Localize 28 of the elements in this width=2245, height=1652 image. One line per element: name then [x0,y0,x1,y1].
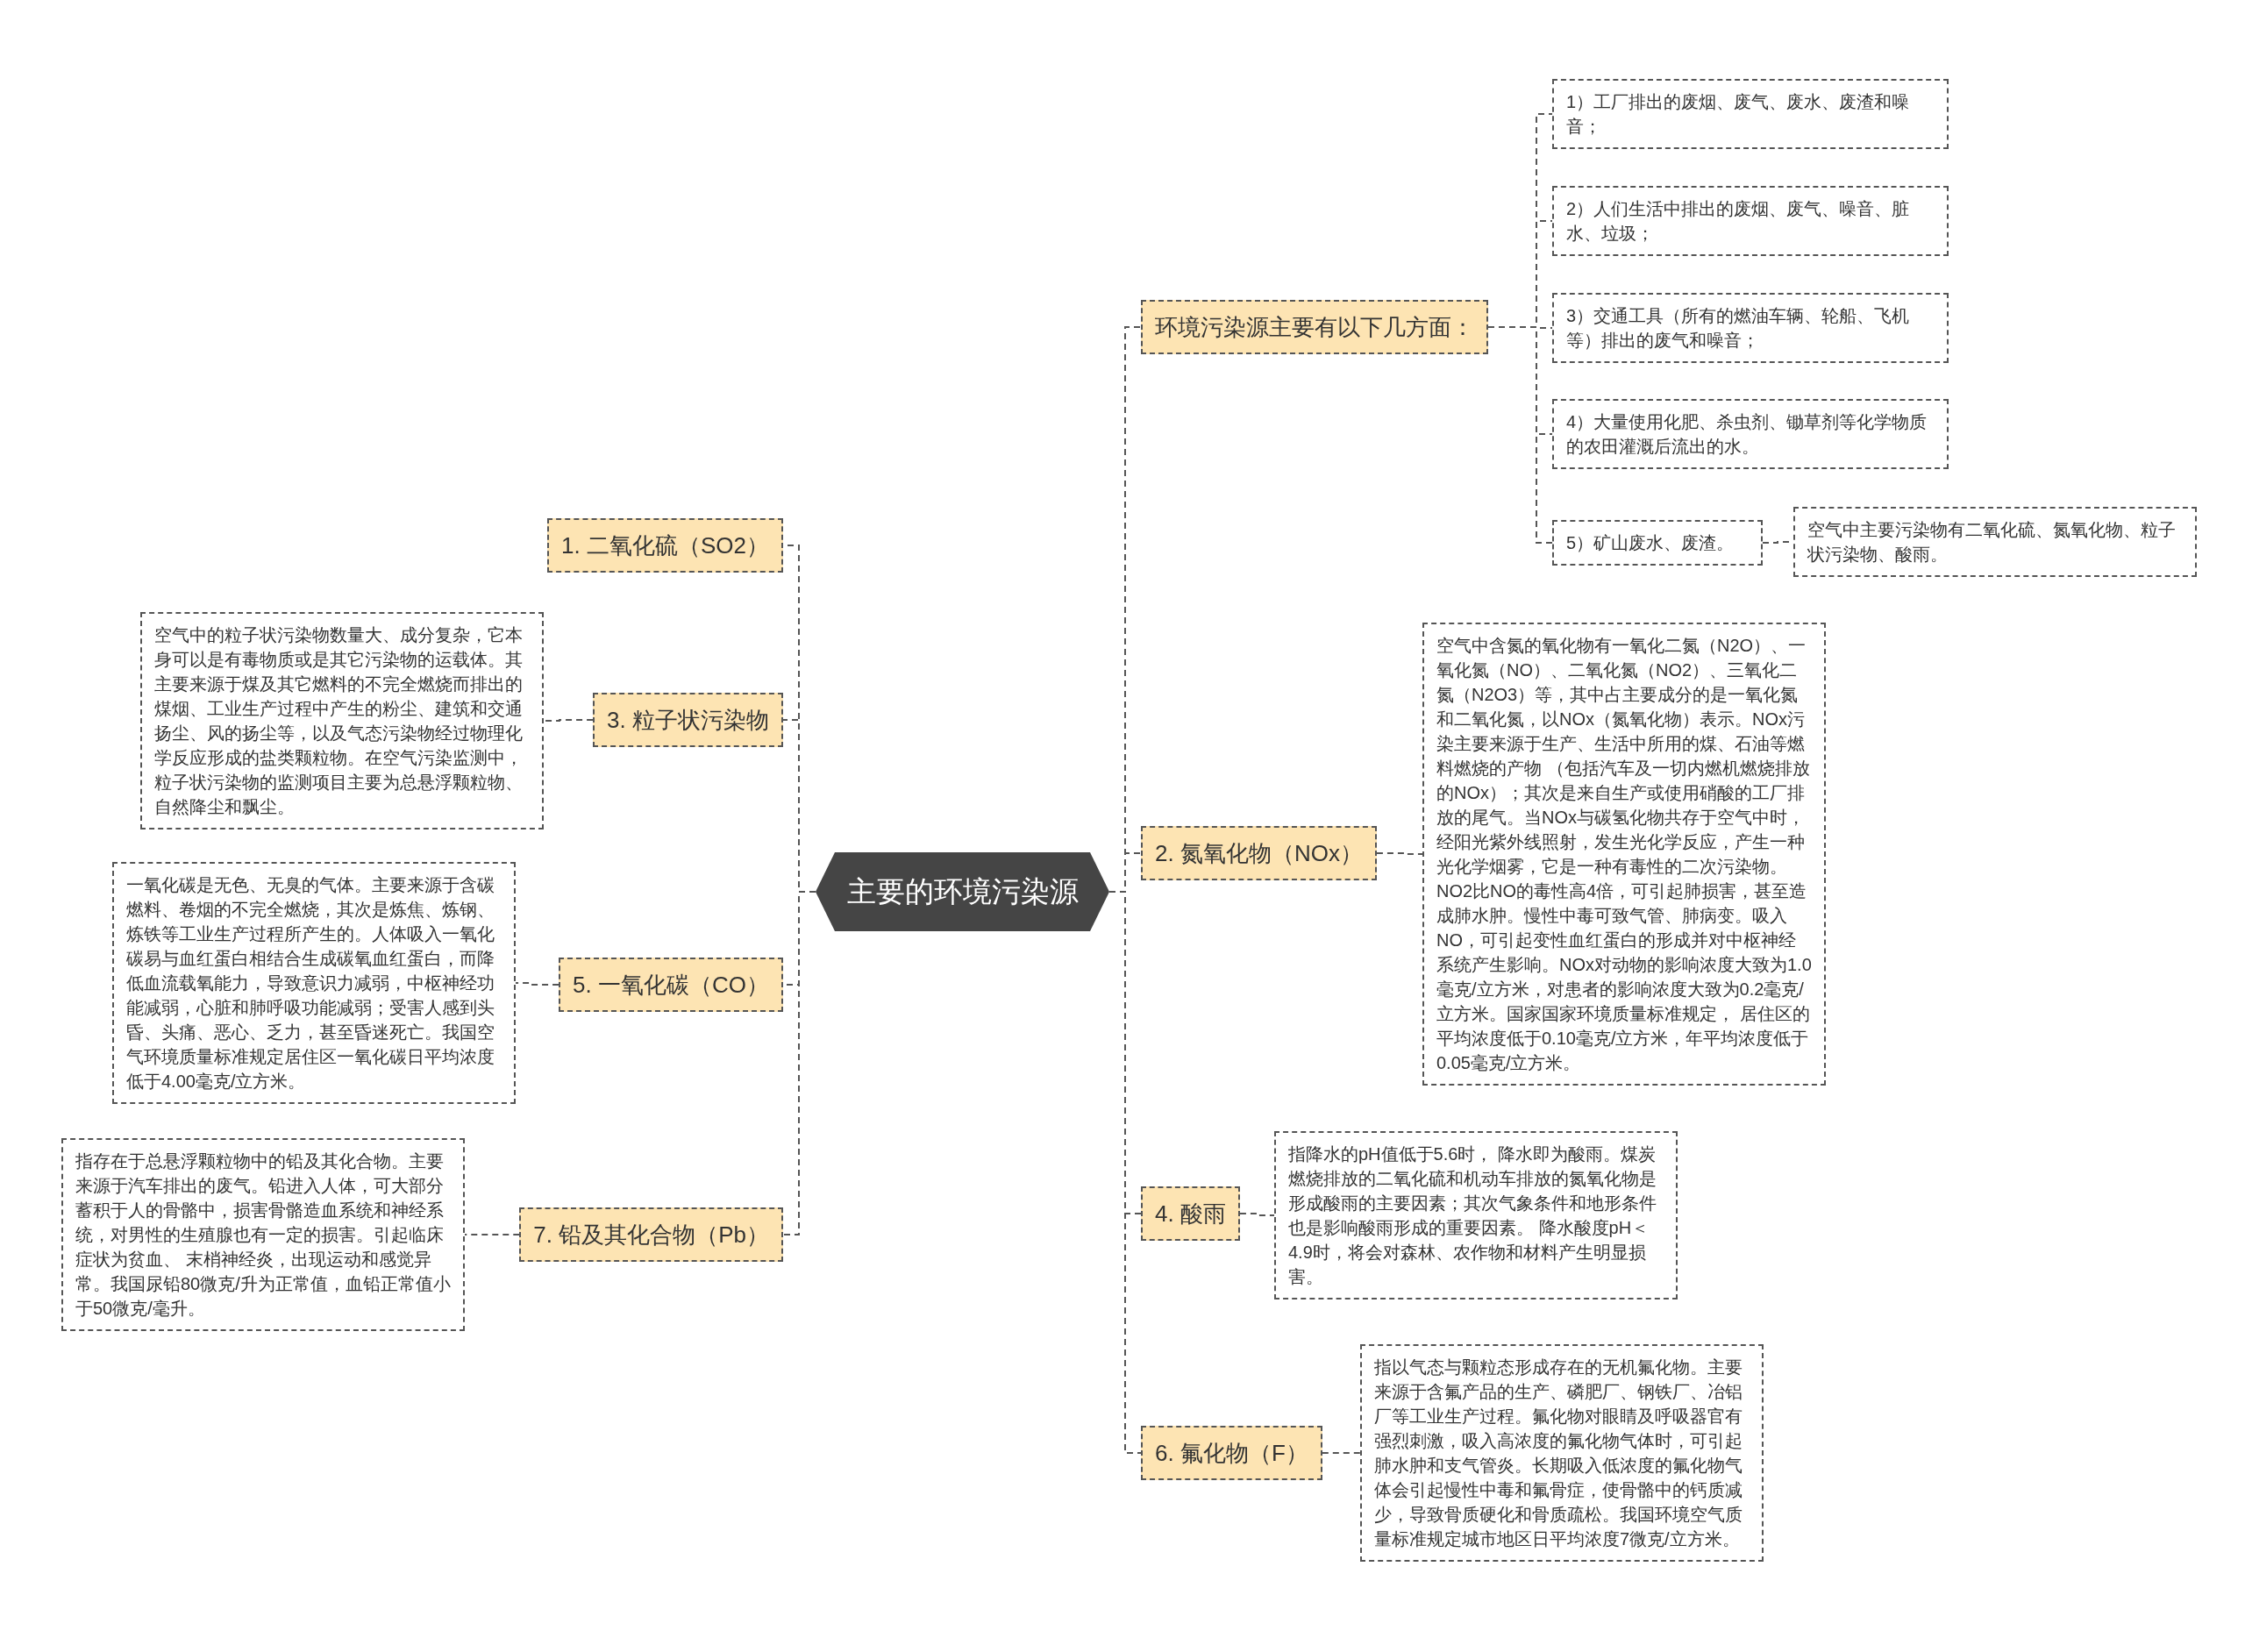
note-box: 指以气态与颗粒态形成存在的无机氟化物。主要来源于含氟产品的生产、磷肥厂、钢铁厂、冶铝厂等工业生产过程。氟化物对眼睛及呼吸器官有强烈刺激，吸入高浓度的氟化物气体时，可引起肺水肿和支气管炎。长期吸入低浓度的氟化物气体会引起慢性中毒和氟骨症，使骨骼中的钙质减少，导致骨质硬化和骨质疏松。我国环境空气质量标准规定城市地区日平均浓度7微克/立方米。 [1360,1344,1764,1562]
note-box: 4）大量使用化肥、杀虫剂、锄草剂等化学物质的农田灌溉后流出的水。 [1552,399,1949,469]
note-box: 一氧化碳是无色、无臭的气体。主要来源于含碳燃料、卷烟的不完全燃烧，其次是炼焦、炼钢、炼铁等工业生产过程所产生的。人体吸入一氧化碳易与血红蛋白相结合生成碳氧血红蛋白，而降低血流载氧能力，导致意识力减弱，中枢神经功能减弱，心脏和肺呼吸功能减弱；受害人感到头昏、头痛、恶心、乏力，甚至昏迷死亡。我国空气环境质量标准规定居住区一氧化碳日平均浓度低于4.00毫克/立方米。 [112,862,516,1104]
topic-box: 6. 氟化物（F） [1141,1426,1322,1480]
note-box: 2）人们生活中排出的废烟、废气、噪音、脏水、垃圾； [1552,186,1949,256]
connector-line [464,1234,521,1235]
note-box: 指降水的pH值低于5.6时， 降水即为酸雨。煤炭燃烧排放的二氧化硫和机动车排放的氮氧化物是形成酸雨的主要因素；其次气象条件和地形条件也是影响酸雨形成的重要因素。 降水酸度pH＜4.9时，将会对森林、农作物和材料产生明显损害。 [1274,1131,1678,1300]
note-box: 空气中的粒子状污染物数量大、成分复杂，它本身可以是有毒物质或是其它污染物的运载体。其主要来源于煤及其它燃料的不完全燃烧而排出的煤烟、工业生产过程中产生的粉尘、建筑和交通扬尘、风的扬尘等，以及气态污染物经过物理化学反应形成的盐类颗粒物。在空气污染监测中，粒子状污染物的监测项目主要为总悬浮颗粒物、自然降尘和飘尘。 [140,612,544,830]
note-box: 1）工厂排出的废烟、废气、废水、废渣和噪音； [1552,79,1949,149]
topic-box: 5. 一氧化碳（CO） [559,958,783,1012]
note-box: 指存在于总悬浮颗粒物中的铅及其化合物。主要来源于汽车排出的废气。铅进入人体，可大部分蓄积于人的骨骼中，损害骨骼造血系统和神经系统，对男性的生殖腺也有一定的损害。引起临床症状为贫血、 末梢神经炎，出现运动和感觉异常。我国尿铅80微克/升为正常值，血铅正常值小于50微克/毫升。 [61,1138,465,1331]
note-box: 空气中主要污染物有二氧化硫、氮氧化物、粒子状污染物、酸雨。 [1793,507,2197,577]
note-box: 3）交通工具（所有的燃油车辆、轮船、飞机等）排出的废气和噪音； [1552,293,1949,363]
central-topic: 主要的环境污染源 [816,852,1109,931]
connector-line [1487,326,1553,544]
topic-box: 4. 酸雨 [1141,1186,1240,1241]
connector-line [1321,1452,1361,1454]
note-box: 空气中含氮的氧化物有一氧化二氮（N2O）、一氧化氮（NO）、二氧化氮（NO2）、三氧化二氮（N2O3）等，其中占主要成分的是一氧化氮和二氧化氮，以NOx（氮氧化物）表示。NOx污染主要来源于生产、生活中所用的煤、石油等燃料燃烧的产物 （包括汽车及一切内燃机燃烧排放的NOx）；其次是来自生产或使用硝酸的工厂排放的尾气。当NOx与碳氢化物共存于空气中时，经阳光紫外线照射，发生光化学反应，产生一种光化学烟雾，它是一种有毒性的二次污染物。NO2比NO的毒性高4倍，可引起肺损害，甚至造成肺水肿。慢性中毒可致气管、肺病变。吸入NO，可引起变性血红蛋白的形成并对中枢神经系统产生影响。NOx对动物的影响浓度大致为1.0毫克/立方米，对患者的影响浓度大致为0.2毫克/立方米。国家国家环境质量标准规定， 居住区的平均浓度低于0.10毫克/立方米，年平均浓度低于0.05毫克/立方米。 [1422,623,1826,1086]
connector-line [543,719,595,722]
note-box: 5）矿山废水、废渣。 [1552,520,1763,566]
topic-box: 1. 二氧化硫（SO2） [547,518,783,573]
topic-box: 7. 铅及其化合物（Pb） [519,1207,783,1262]
topic-box: 环境污染源主要有以下几方面： [1141,300,1488,354]
topic-box: 3. 粒子状污染物 [593,693,783,747]
connector-line [515,982,560,986]
connector-line [1238,1213,1275,1216]
connector-line [1375,852,1423,855]
topic-box: 2. 氮氧化物（NOx） [1141,826,1377,880]
